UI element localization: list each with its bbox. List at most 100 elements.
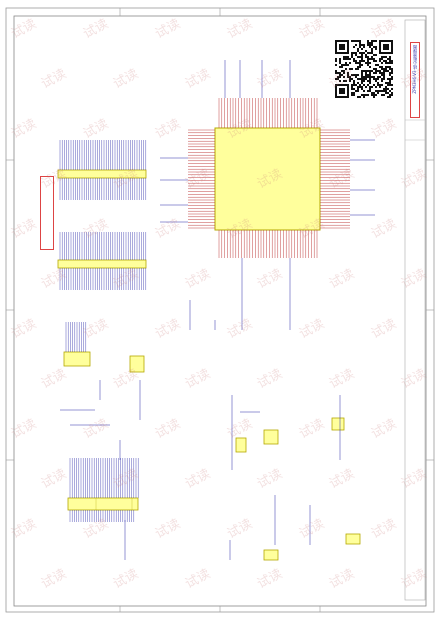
qr-module	[347, 72, 349, 74]
qr-module	[353, 52, 355, 54]
qr-module	[357, 68, 359, 70]
qr-module	[391, 72, 393, 74]
qr-module	[347, 56, 349, 58]
small-ic-1	[63, 322, 91, 367]
qr-module	[375, 90, 377, 92]
qr-module	[381, 62, 383, 64]
qr-module	[391, 62, 393, 64]
qr-module	[369, 66, 371, 68]
qr-module	[387, 88, 389, 90]
qr-module	[339, 44, 345, 50]
qr-module	[371, 86, 373, 88]
qr-module	[349, 76, 351, 78]
qr-module	[391, 76, 393, 78]
qr-module	[351, 54, 353, 56]
qr-module	[351, 86, 353, 88]
qr-module	[375, 94, 377, 96]
qr-module	[385, 88, 387, 90]
qr-module	[375, 40, 377, 42]
qr-module	[357, 86, 359, 88]
qr-module	[377, 76, 379, 78]
qr-module	[357, 48, 359, 50]
qr-module	[361, 80, 363, 82]
qr-module	[387, 96, 389, 98]
qr-module	[375, 72, 377, 74]
qr-module	[361, 60, 363, 62]
qr-module	[379, 40, 393, 42]
qr-module	[339, 72, 341, 74]
qr-module	[365, 50, 367, 52]
qr-module	[347, 64, 349, 66]
qr-module	[365, 54, 367, 56]
qr-module	[383, 94, 385, 96]
qr-module	[335, 72, 337, 74]
qr-module	[361, 74, 363, 76]
qr-module	[385, 90, 387, 92]
qr-module	[369, 90, 371, 92]
qr-module	[373, 92, 375, 94]
small-ic-1-wires	[65, 322, 87, 352]
qr-module	[347, 58, 349, 60]
qr-module	[369, 74, 371, 76]
qr-module	[375, 60, 377, 62]
qr-module	[377, 70, 379, 72]
qr-module	[373, 60, 375, 62]
header-connector-1-body	[57, 169, 147, 179]
qr-module	[353, 74, 355, 76]
qr-module	[377, 82, 379, 84]
qr-module	[379, 40, 381, 54]
qr-module	[365, 74, 367, 76]
qr-module	[383, 60, 385, 62]
qr-module	[385, 68, 387, 70]
qr-module	[371, 44, 373, 46]
qr-module	[377, 64, 379, 66]
qr-module	[343, 80, 345, 82]
qr-module	[367, 90, 369, 92]
qr-module	[365, 78, 367, 80]
qr-module	[369, 82, 371, 84]
small-ic-1-body	[63, 351, 91, 367]
qr-module	[391, 88, 393, 90]
qr-module	[335, 58, 337, 60]
qr-module	[379, 60, 381, 62]
small-ic-4-body	[263, 429, 279, 445]
qr-module	[385, 86, 387, 88]
qr-module	[369, 76, 371, 78]
qr-module	[365, 56, 367, 58]
qr-module	[383, 78, 385, 80]
qr-module	[389, 62, 391, 64]
qr-module	[355, 40, 357, 42]
qr-module	[351, 88, 353, 90]
qr-module	[391, 92, 393, 94]
qr-module	[365, 72, 367, 74]
qr-module	[357, 40, 359, 42]
qr-module	[363, 84, 365, 86]
qr-module	[381, 68, 383, 70]
sheet-inner-border	[13, 15, 427, 607]
qr-module	[359, 96, 361, 98]
qr-module	[361, 76, 363, 78]
mcu-pins	[188, 98, 350, 258]
qr-module	[361, 78, 363, 80]
qr-module	[355, 90, 357, 92]
qr-module	[361, 58, 363, 60]
qr-module	[391, 68, 393, 70]
qr-module	[335, 84, 337, 98]
qr-module	[387, 70, 389, 72]
qr-module	[363, 70, 365, 72]
qr-module	[347, 74, 349, 76]
qr-module	[371, 94, 373, 96]
qr-module	[357, 56, 359, 58]
qr-module	[345, 58, 347, 60]
qr-module	[375, 68, 377, 70]
qr-module	[375, 54, 377, 56]
qr-module	[367, 60, 369, 62]
small-ic-3	[95, 417, 361, 561]
qr-module	[367, 70, 369, 72]
qr-module	[365, 76, 367, 78]
qr-module	[349, 68, 351, 70]
qr-module	[369, 80, 371, 82]
qr-module	[373, 68, 375, 70]
qr-module	[359, 64, 361, 66]
qr-module	[363, 52, 365, 54]
